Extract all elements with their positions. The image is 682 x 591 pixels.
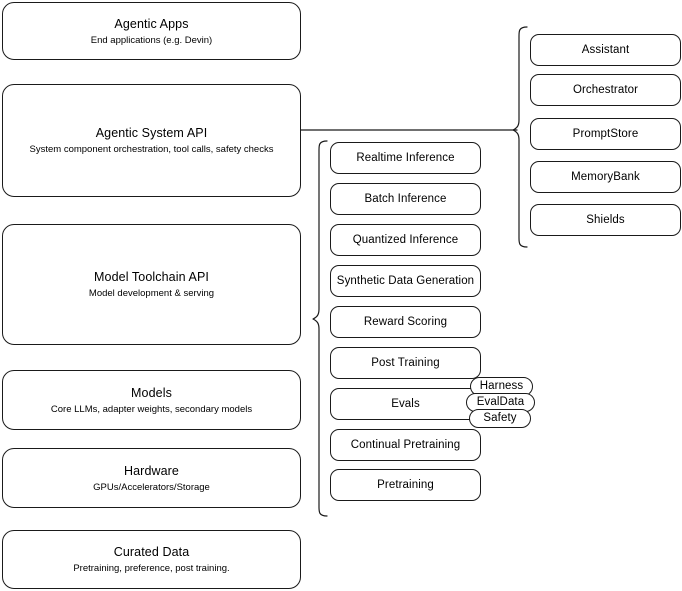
system-item-memorybank[interactable]: MemoryBank: [530, 161, 681, 193]
layer-title: Curated Data: [113, 545, 190, 559]
item-label: MemoryBank: [571, 171, 640, 183]
item-label: Quantized Inference: [352, 234, 459, 246]
layer-title: Model Toolchain API: [94, 270, 209, 284]
item-label: Shields: [586, 214, 625, 226]
layer-agentic-apps[interactable]: Agentic Apps End applications (e.g. Devi…: [2, 2, 301, 60]
toolchain-item-continual-pretraining[interactable]: Continual Pretraining: [330, 429, 481, 461]
layer-title: Agentic System API: [95, 126, 208, 140]
layer-subtitle: Core LLMs, adapter weights, secondary mo…: [50, 403, 253, 415]
layer-models[interactable]: Models Core LLMs, adapter weights, secon…: [2, 370, 301, 430]
layer-subtitle: Model development & serving: [88, 288, 215, 299]
layer-title: Agentic Apps: [114, 16, 189, 31]
item-label: Synthetic Data Generation: [336, 275, 475, 287]
item-label: Post Training: [371, 357, 440, 369]
toolchain-item-batch-inference[interactable]: Batch Inference: [330, 183, 481, 215]
item-label: Pretraining: [377, 479, 434, 491]
item-label: PromptStore: [572, 128, 639, 140]
tag-label: Harness: [479, 380, 524, 392]
layer-title: Models: [131, 385, 172, 400]
layer-hardware[interactable]: Hardware GPUs/Accelerators/Storage: [2, 448, 301, 508]
item-label: Orchestrator: [572, 84, 639, 96]
layer-curated-data[interactable]: Curated Data Pretraining, preference, po…: [2, 530, 301, 589]
layer-subtitle: System component orchestration, tool cal…: [29, 144, 274, 155]
toolchain-item-post-training[interactable]: Post Training: [330, 347, 481, 379]
toolchain-item-realtime-inference[interactable]: Realtime Inference: [330, 142, 481, 174]
system-item-shields[interactable]: Shields: [530, 204, 681, 236]
tag-label: EvalData: [476, 396, 525, 408]
item-label: Evals: [391, 398, 420, 410]
evals-tag-safety[interactable]: Safety: [469, 409, 531, 428]
system-item-promptstore[interactable]: PromptStore: [530, 118, 681, 150]
tag-label: Safety: [483, 412, 517, 424]
layer-title: Hardware: [124, 463, 179, 478]
brace-system-components: [512, 26, 528, 248]
item-label: Assistant: [581, 44, 630, 56]
system-item-orchestrator[interactable]: Orchestrator: [530, 74, 681, 106]
item-label: Reward Scoring: [363, 316, 448, 328]
system-item-assistant[interactable]: Assistant: [530, 34, 681, 66]
toolchain-item-evals[interactable]: Evals: [330, 388, 481, 420]
toolchain-item-pretraining[interactable]: Pretraining: [330, 469, 481, 501]
item-label: Realtime Inference: [356, 152, 455, 164]
item-label: Batch Inference: [364, 193, 447, 205]
toolchain-item-quantized-inference[interactable]: Quantized Inference: [330, 224, 481, 256]
toolchain-item-synthetic-data-generation[interactable]: Synthetic Data Generation: [330, 265, 481, 297]
layer-subtitle: End applications (e.g. Devin): [90, 34, 213, 46]
item-label: Continual Pretraining: [350, 439, 461, 451]
layer-agentic-system-api[interactable]: Agentic System API System component orch…: [2, 84, 301, 197]
layer-subtitle: GPUs/Accelerators/Storage: [93, 481, 210, 493]
brace-toolchain: [312, 140, 328, 517]
toolchain-item-reward-scoring[interactable]: Reward Scoring: [330, 306, 481, 338]
layer-subtitle: Pretraining, preference, post training.: [73, 563, 230, 574]
layer-model-toolchain-api[interactable]: Model Toolchain API Model development & …: [2, 224, 301, 345]
